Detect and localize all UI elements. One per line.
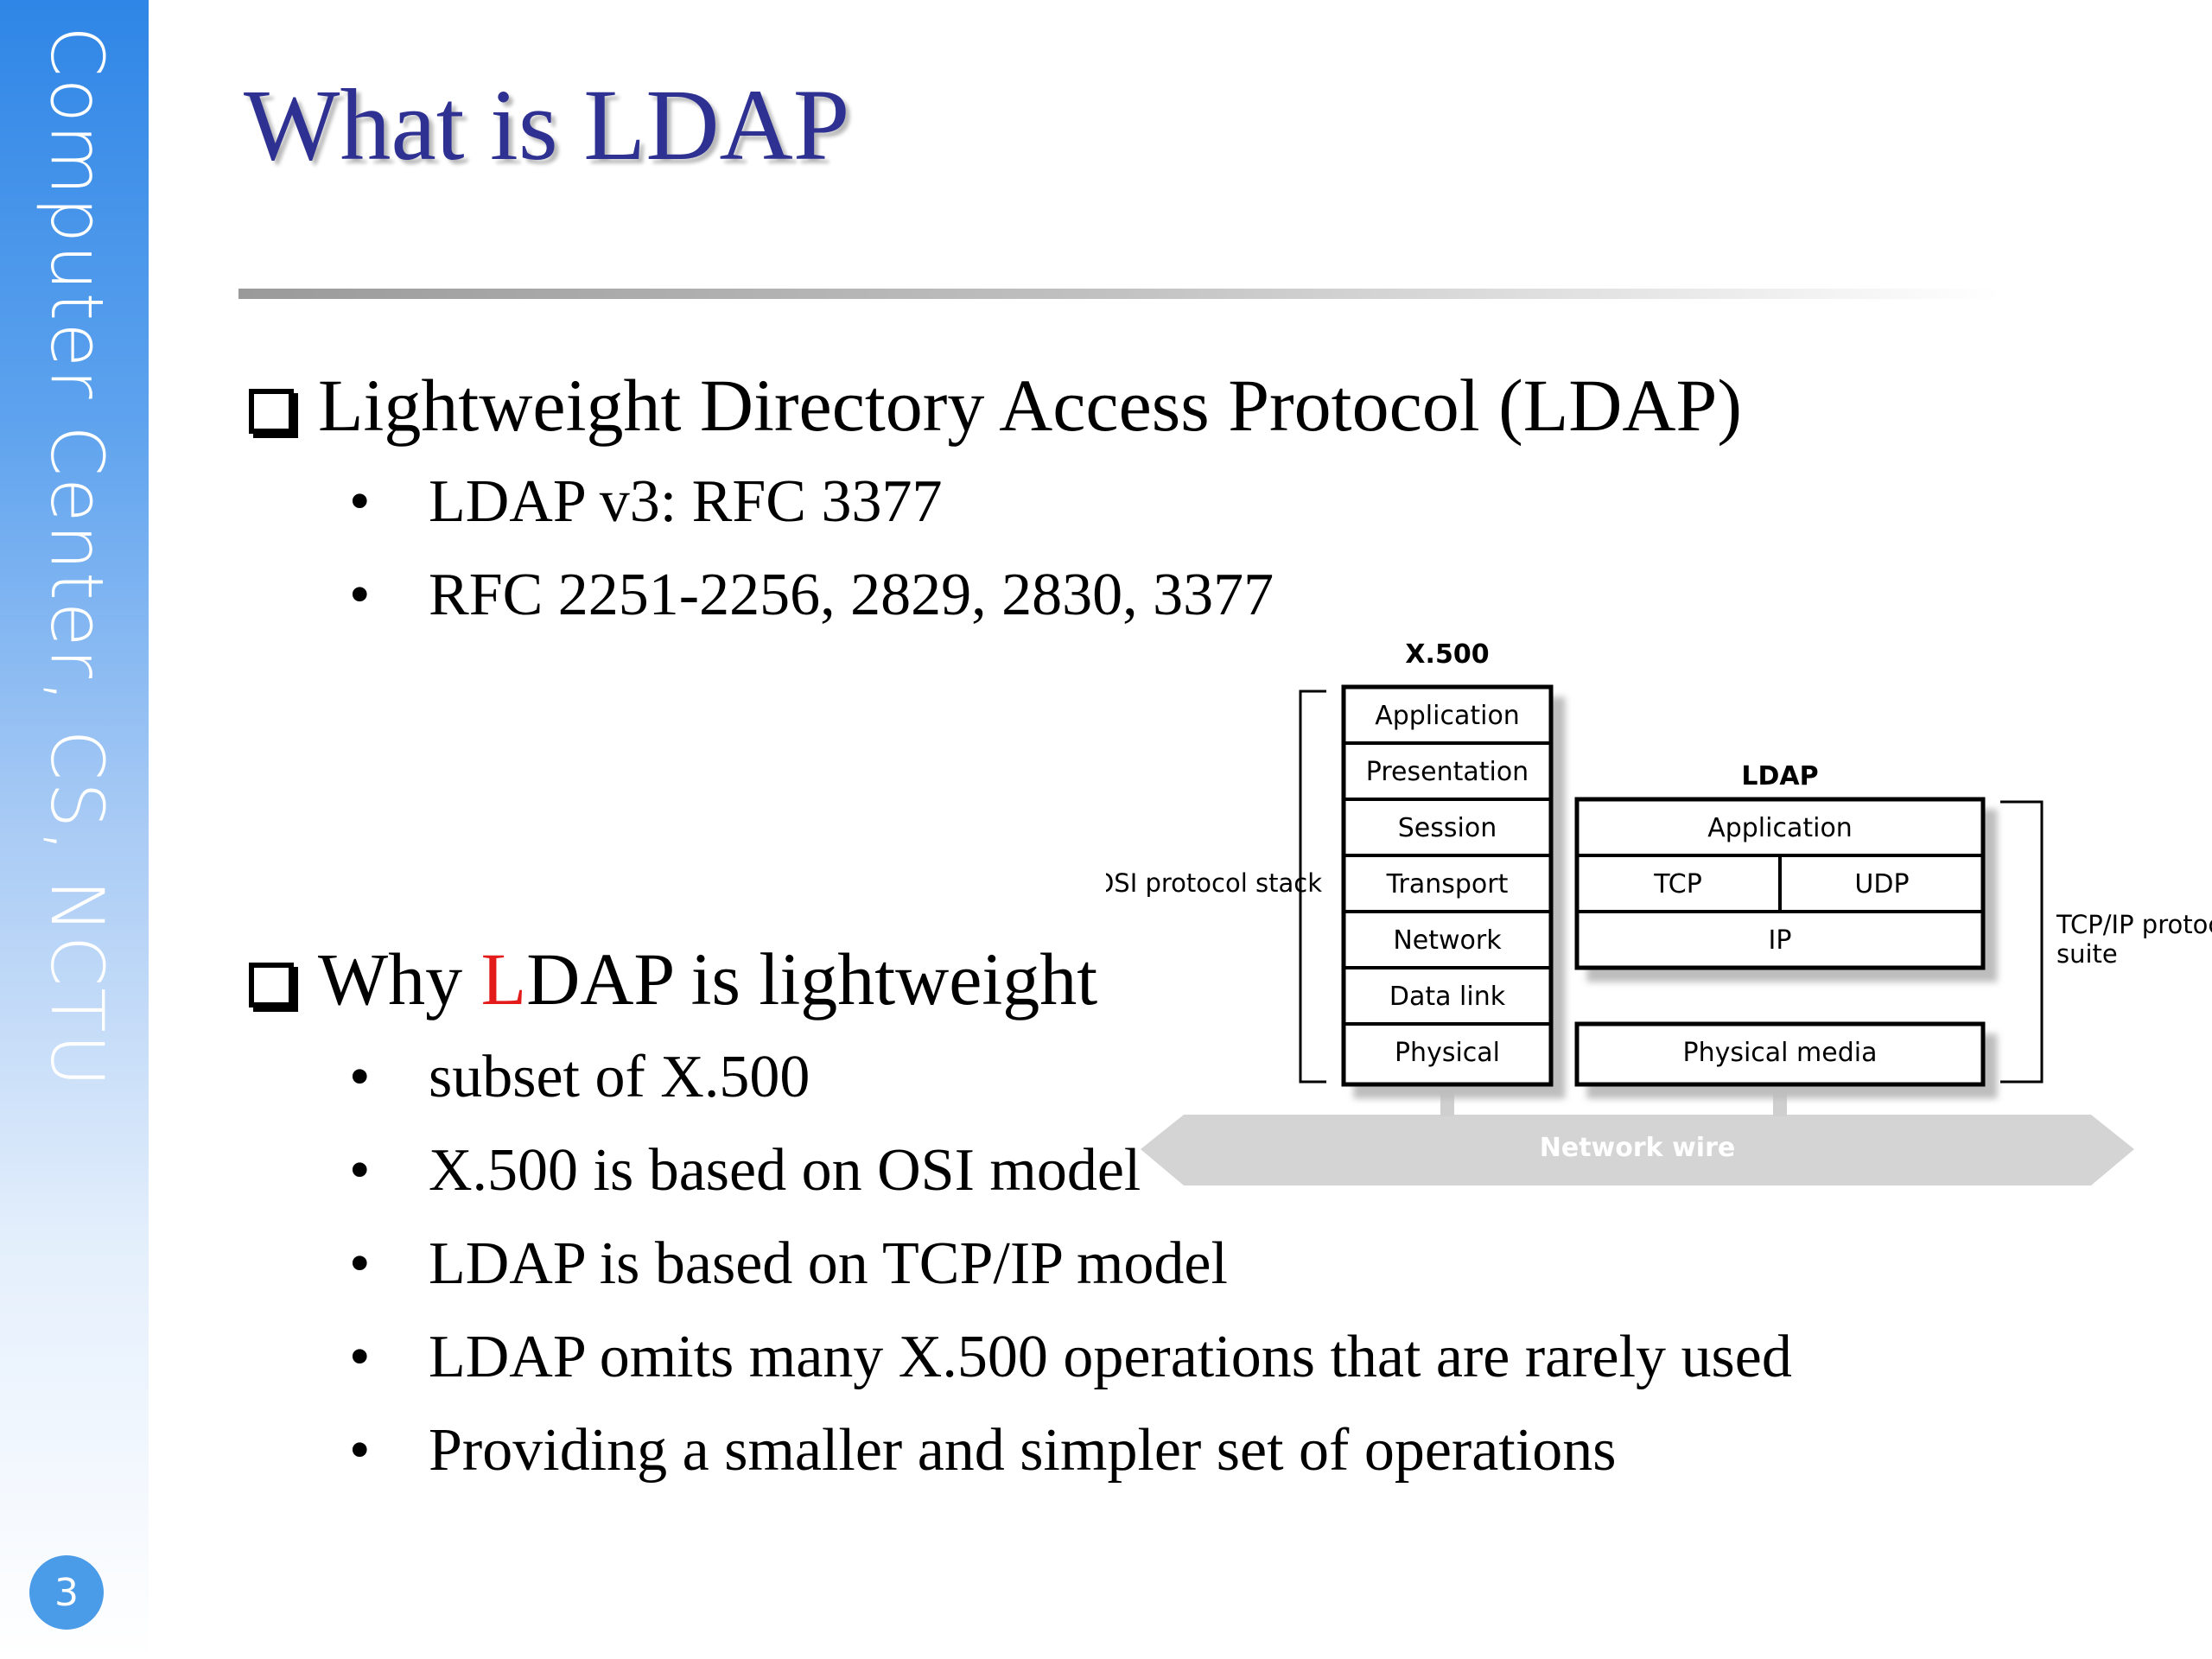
bullet-icon: • (349, 1230, 371, 1297)
section-heading-ldap: Lightweight Directory Access Protocol (L… (249, 368, 1742, 442)
list-item-text: RFC 2251-2256, 2829, 2830, 3377 (429, 562, 1274, 628)
ldap-layer-application: Application (1707, 813, 1853, 843)
list-item-text: X.500 is based on OSI model (429, 1137, 1141, 1204)
tcpip-bracket (2000, 800, 2044, 1084)
list-item-text: subset of X.500 (429, 1044, 810, 1110)
bullet-icon: • (349, 562, 371, 628)
checkbox-bullet-icon (249, 389, 294, 434)
osi-layer-session: Session (1398, 813, 1497, 843)
osi-stack (1341, 684, 1554, 1087)
list-item-text: LDAP is based on TCP/IP model (429, 1230, 1228, 1297)
section-heading-text: Lightweight Directory Access Protocol (L… (318, 364, 1742, 447)
x500-title: X.500 (1405, 639, 1489, 670)
connector-stub (1773, 1085, 1787, 1116)
section-heading-why: Why LDAP is lightweight (249, 942, 1097, 1016)
section-heading-prefix: Why (318, 938, 481, 1020)
osi-stack-frame (1341, 684, 1554, 1087)
tcpip-label-line1: TCP/IP protocol (2056, 910, 2212, 939)
list-item-text: LDAP omits many X.500 operations that ar… (429, 1324, 1792, 1390)
physical-media-label: Physical media (1682, 1038, 1877, 1068)
network-wire-label: Network wire (1540, 1133, 1735, 1163)
list-item-text: LDAP v3: RFC 3377 (429, 468, 943, 535)
osi-layer-application: Application (1375, 701, 1520, 731)
osi-layer-data-link: Data link (1389, 982, 1506, 1012)
checkbox-bullet-icon (249, 963, 294, 1007)
list-item: •Providing a smaller and simpler set of … (346, 1421, 1616, 1481)
connector-stub (1440, 1085, 1454, 1116)
bullet-icon: • (349, 468, 371, 535)
physical-media-box (1574, 1021, 1986, 1087)
list-item: •LDAP is based on TCP/IP model (346, 1234, 1228, 1294)
bullet-icon: • (349, 1417, 371, 1484)
list-item: •X.500 is based on OSI model (346, 1141, 1141, 1201)
list-item: • RFC 2251-2256, 2829, 2830, 3377 (346, 565, 1274, 626)
osi-layer-presentation: Presentation (1366, 757, 1529, 787)
ldap-layer-ip: IP (1769, 925, 1792, 956)
list-item: • LDAP omits many X.500 operations that a… (346, 1327, 1792, 1388)
sidebar-vertical-label: Computer Center, CS, NCTU (35, 26, 119, 1090)
title-divider (238, 289, 2001, 299)
ldap-layer-tcp: TCP (1653, 869, 1702, 899)
osi-layer-transport: Transport (1386, 869, 1509, 899)
osi-layer-network: Network (1393, 925, 1502, 956)
section-heading-rest: DAP is lightweight (526, 938, 1098, 1020)
osi-layer-physical: Physical (1395, 1038, 1500, 1068)
list-item: •LDAP v3: RFC 3377 (346, 472, 942, 532)
osi-bracket (1299, 690, 1326, 1084)
protocol-stack-diagram: Network wire X.500 Application Presentat… (1094, 639, 2212, 1201)
tcpip-label-line2: suite (2056, 939, 2118, 969)
osi-protocol-stack-label: OSI protocol stack (1106, 868, 1322, 898)
page-number-badge: 3 (29, 1555, 104, 1630)
sidebar: Computer Center, CS, NCTU 3 (0, 0, 149, 1659)
highlighted-letter: L (480, 938, 527, 1020)
page-title: What is LDAP (244, 68, 850, 181)
bullet-icon: • (349, 1137, 371, 1204)
list-item-text: Providing a smaller and simpler set of o… (429, 1417, 1617, 1484)
bullet-icon: • (349, 1044, 371, 1110)
protocol-stack-svg: Network wire X.500 Application Presentat… (1094, 639, 2212, 1185)
bullet-icon: • (349, 1324, 371, 1390)
network-wire-shape (1141, 1115, 2134, 1185)
list-item: • subset of X.500 (346, 1047, 810, 1108)
ldap-title: LDAP (1741, 761, 1818, 791)
ldap-layer-udp: UDP (1854, 869, 1909, 899)
